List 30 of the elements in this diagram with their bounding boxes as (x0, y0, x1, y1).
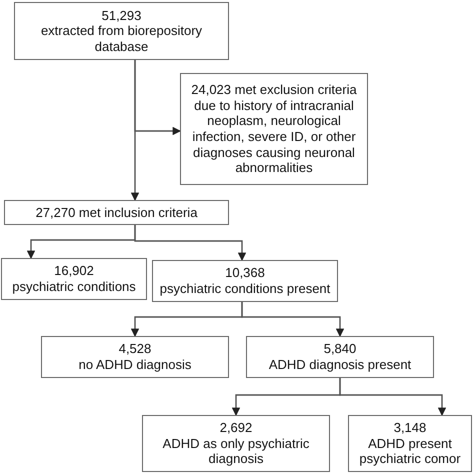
arrow (134, 60, 182, 136)
box-text: ADHD present (368, 436, 452, 452)
box-text: 3,148 (394, 420, 426, 436)
box-text: ADHD diagnosis present (268, 357, 412, 373)
process-box (1, 258, 147, 300)
arrow (134, 225, 246, 262)
box-text: ADHD as only psychiatric diagnosis (162, 436, 310, 467)
arrow (339, 378, 446, 416)
box-text: psychiatric comor (359, 451, 461, 467)
box-text: 27,270 met inclusion criteria (36, 204, 198, 220)
box-text: 16,902 (54, 263, 94, 279)
process-box (180, 73, 368, 185)
process-box (14, 2, 229, 60)
arrow (241, 302, 344, 338)
box-text: psychiatric conditions (12, 279, 136, 295)
process-box (152, 260, 338, 302)
box-text: psychiatric conditions present (160, 281, 330, 297)
box-text: extracted from biorepository database (40, 23, 204, 54)
process-box (348, 415, 472, 472)
box-text: 4,528 (118, 341, 152, 357)
process-box (4, 200, 229, 225)
process-box (246, 336, 434, 378)
box-text: 5,840 (324, 341, 356, 357)
box-text: 24,023 met exclusion criteria due to history of intracranial neoplasm, neurological infection, severe ID, or other diagnoses causing neuronal abnormalities (190, 82, 358, 176)
box-text: 51,293 (102, 8, 142, 24)
process-box (41, 336, 229, 378)
box-text: no ADHD diagnosis (78, 357, 192, 373)
process-box (142, 415, 330, 472)
box-text: 10,368 (225, 265, 265, 281)
box-text: 2,692 (220, 420, 252, 436)
